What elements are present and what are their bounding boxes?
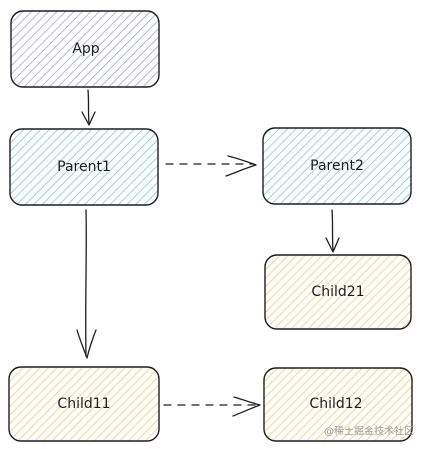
edge-app-to-parent1	[81, 89, 96, 126]
node-child21: Child21	[264, 254, 412, 330]
node-app-label: App	[72, 41, 99, 57]
edge-parent2-to-child21	[325, 209, 340, 253]
node-app: App	[10, 10, 160, 88]
node-parent2: Parent2	[262, 127, 412, 205]
node-child21-label: Child21	[311, 284, 364, 300]
edge-child11-to-child12	[163, 396, 261, 417]
watermark: @稀土掘金技术社区	[324, 425, 414, 438]
node-parent1: Parent1	[9, 128, 159, 206]
node-parent2-label: Parent2	[310, 158, 364, 174]
node-parent1-label: Parent1	[57, 159, 111, 175]
edge-parent1-to-child11	[76, 209, 97, 359]
edge-parent1-to-parent2	[165, 155, 257, 177]
node-child11-label: Child11	[57, 396, 110, 412]
node-child11: Child11	[8, 366, 160, 442]
node-child12: Child12	[263, 367, 413, 442]
node-child12-label: Child12	[309, 396, 362, 412]
